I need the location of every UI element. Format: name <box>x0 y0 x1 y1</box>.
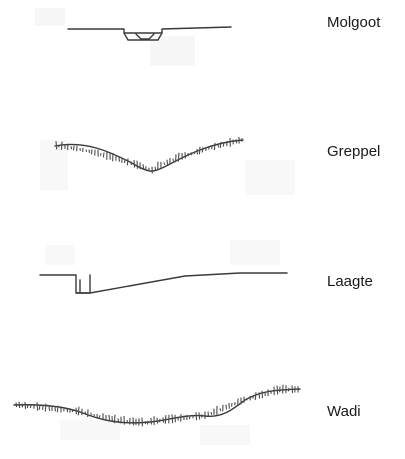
laagte-profile <box>40 273 287 293</box>
wadi-profile <box>14 385 300 427</box>
grass-stroke <box>114 415 115 424</box>
greppel-grass <box>56 137 242 173</box>
grass-stroke <box>211 412 212 415</box>
molgoot-profile <box>68 27 231 40</box>
grass-stroke <box>199 412 200 419</box>
label-molgoot: Molgoot <box>327 14 380 31</box>
grass-stroke <box>163 417 164 422</box>
grass-stroke <box>99 415 100 418</box>
label-laagte: Laagte <box>327 273 373 290</box>
grass-stroke <box>189 415 190 419</box>
grass-stroke <box>71 146 72 149</box>
grass-stroke <box>145 421 146 424</box>
grass-stroke <box>143 164 144 170</box>
grass-stroke <box>220 142 221 148</box>
label-greppel: Greppel <box>327 143 380 160</box>
grass-stroke <box>25 402 26 409</box>
grass-stroke <box>16 402 17 407</box>
wadi-grass <box>16 385 298 427</box>
grass-stroke <box>172 414 173 423</box>
grass-stroke <box>127 420 128 422</box>
grass-stroke <box>39 405 40 410</box>
grass-stroke <box>155 167 156 171</box>
grass-stroke <box>196 412 197 420</box>
grass-stroke <box>37 402 38 410</box>
grass-stroke <box>30 405 31 408</box>
grass-stroke <box>165 415 166 424</box>
grass-stroke <box>72 410 73 412</box>
grass-stroke <box>56 141 57 149</box>
grass-stroke <box>22 404 23 408</box>
grass-stroke <box>191 152 192 155</box>
grass-stroke <box>61 142 62 150</box>
grass-stroke <box>89 150 90 153</box>
grass-stroke <box>178 153 179 162</box>
grass-stroke <box>164 163 165 165</box>
background-speckles <box>35 8 295 445</box>
grass-stroke <box>134 160 135 168</box>
grass-stroke <box>277 385 278 394</box>
grass-stroke <box>194 152 195 154</box>
grass-stroke <box>103 153 104 158</box>
grass-stroke <box>288 388 289 392</box>
grass-stroke <box>67 408 68 412</box>
grass-stroke <box>223 142 224 146</box>
grass-stroke <box>45 404 46 412</box>
grass-stroke <box>214 143 215 150</box>
grass-stroke <box>255 392 256 400</box>
grass-stroke <box>218 145 219 148</box>
grass-stroke <box>236 139 237 143</box>
grass-stroke <box>57 406 58 413</box>
grass-stroke <box>157 418 158 424</box>
grass-stroke <box>208 411 209 417</box>
grass-stroke <box>78 407 79 416</box>
grass-stroke <box>109 415 110 421</box>
grass-stroke <box>49 405 50 410</box>
grass-stroke <box>199 147 200 155</box>
grass-stroke <box>159 419 160 422</box>
grass-stroke <box>86 150 87 152</box>
grass-stroke <box>133 417 134 425</box>
grass-stroke <box>27 404 28 408</box>
grass-stroke <box>292 386 293 393</box>
grass-stroke <box>259 392 260 398</box>
grass-stroke <box>19 402 20 408</box>
grass-stroke <box>202 147 203 152</box>
grass-stroke <box>85 412 86 415</box>
greppel-profile <box>55 137 243 173</box>
label-wadi: Wadi <box>327 403 361 420</box>
grass-stroke <box>127 158 128 165</box>
grass-stroke <box>220 408 221 411</box>
